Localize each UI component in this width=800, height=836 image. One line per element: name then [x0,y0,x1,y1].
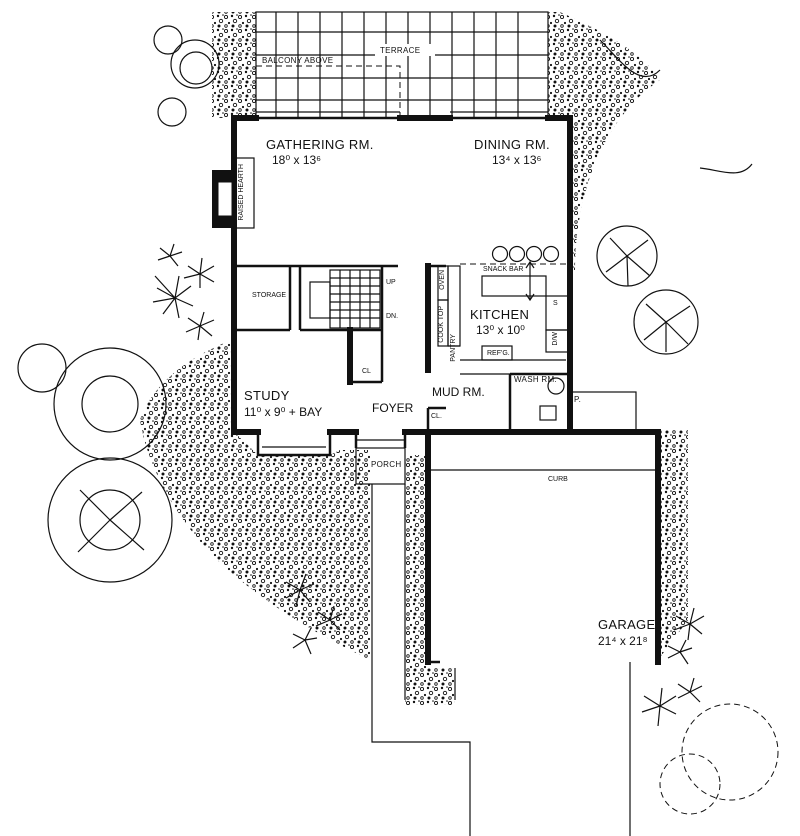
dining-room-dimensions: 13⁴ x 13⁶ [492,153,542,167]
terrace-label: TERRACE [380,46,421,55]
stairs-down-label: DN. [386,313,399,320]
foyer-label: FOYER [372,401,414,415]
p-label: P. [574,395,582,404]
dining-room-label: DINING RM. [474,137,550,152]
storage-label: STORAGE [252,292,287,299]
garage-label: GARAGE [598,617,656,632]
stairs-up-label: UP [386,279,396,286]
driveway [371,484,631,836]
pantry-label: PANTRY [450,334,457,362]
snack-bar-label: SNACK BAR [483,266,524,273]
kitchen-dimensions: 13⁰ x 10⁰ [476,323,525,337]
garage-outline [425,429,661,665]
raised-hearth-label: RAISED HEARTH [238,164,245,221]
gathering-room-dimensions: 18⁰ x 13⁶ [272,153,322,167]
mud-room-label: MUD RM. [432,385,485,399]
fireplace [212,157,255,229]
trees-shrubs [17,25,779,815]
refrigerator-label: REF'G. [487,350,510,357]
kitchen-fixtures [437,245,637,433]
kitchen-label: KITCHEN [470,307,530,322]
study-bay [256,432,332,457]
porch-label: PORCH [371,460,402,469]
balcony-above-label: BALCONY ABOVE [262,56,334,65]
foyer-closet-label: CL. [431,413,442,420]
cook-top-label: COOK TOP [438,306,445,343]
landscape-gravel [140,12,688,705]
porch-slab [355,439,406,485]
wash-room-label: WASH RM. [514,375,557,384]
interior-walls [234,263,570,448]
sink-label: S [553,300,558,307]
oven-label: OVEN [439,270,446,290]
study-dimensions: 11⁰ x 9⁰ + BAY [244,405,323,419]
stairs [309,269,381,329]
terrace [255,11,549,119]
gathering-room-label: GATHERING RM. [266,137,374,152]
curb-label: CURB [548,476,568,483]
dishwasher-label: D/W [552,332,559,346]
study-label: STUDY [244,388,290,403]
garage-dimensions: 21⁴ x 21⁸ [598,634,648,648]
closet-label: CL [362,368,371,375]
